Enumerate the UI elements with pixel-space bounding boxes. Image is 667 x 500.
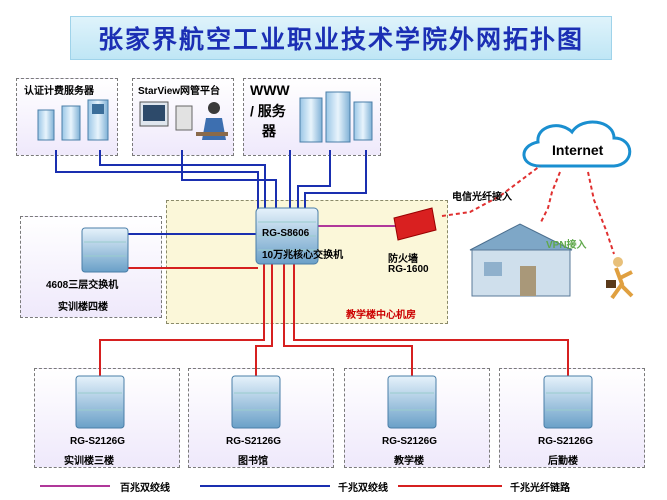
firewall-model: RG-1600 xyxy=(388,264,429,275)
www-label-1: WWW xyxy=(250,82,290,98)
legend-line-100m xyxy=(40,485,110,487)
legend-line-1000m xyxy=(200,485,330,487)
telecom-label: 电信光纤接入 xyxy=(452,192,512,203)
legend-line-fiber xyxy=(398,485,502,487)
internet-cloud-icon xyxy=(522,120,632,168)
gigabit-copper-links xyxy=(55,150,367,245)
building-3-model: RG-S2126G xyxy=(382,436,438,447)
building-4-name: 后勤楼 xyxy=(548,456,578,467)
internet-label: Internet xyxy=(552,142,604,158)
firewall-label: 防火墙 xyxy=(388,254,418,265)
firewall-icon xyxy=(393,207,437,241)
building-2-name: 图书馆 xyxy=(238,456,268,467)
legend-label-1000m: 千兆双绞线 xyxy=(338,483,388,494)
starview-label: StarView网管平台 xyxy=(138,86,221,97)
remote-office-icon xyxy=(469,223,573,297)
core-switch-icon xyxy=(255,207,319,265)
building-1-name: 实训楼三楼 xyxy=(64,456,114,467)
www-label-3: 器 xyxy=(262,123,276,139)
internet-links xyxy=(441,165,615,255)
auth-server-label: 认证计费服务器 xyxy=(24,86,94,97)
starview-workstation-icon xyxy=(139,101,228,140)
building-4-model: RG-S2126G xyxy=(538,436,594,447)
mobile-user-icon xyxy=(606,257,634,300)
building-switch-icons xyxy=(75,375,593,429)
left-switch-label: 4608三层交换机 xyxy=(46,280,119,291)
auth-server-icon xyxy=(37,99,109,141)
building-3-name: 教学楼 xyxy=(394,456,424,467)
title-banner: 张家界航空工业职业技术学院外网拓扑图 xyxy=(70,16,612,60)
www-label-2: / 服务 xyxy=(250,103,286,119)
building-2-model: RG-S2126G xyxy=(226,436,282,447)
fiber-trunks xyxy=(99,262,569,378)
core-switch-model: RG-S8606 xyxy=(262,228,310,239)
left-building-label: 实训楼四楼 xyxy=(58,302,108,313)
www-server-icon xyxy=(299,91,373,143)
legend-label-fiber: 千兆光纤链路 xyxy=(510,483,570,494)
vpn-label: VPN接入 xyxy=(546,240,587,251)
legend-label-100m: 百兆双绞线 xyxy=(120,483,170,494)
core-switch-desc: 10万兆核心交换机 xyxy=(262,250,344,261)
core-room-label: 教学楼中心机房 xyxy=(346,310,416,321)
building-1-model: RG-S2126G xyxy=(70,436,126,447)
left-switch-icon xyxy=(81,227,129,273)
diagram-title: 张家界航空工业职业技术学院外网拓扑图 xyxy=(97,25,584,54)
